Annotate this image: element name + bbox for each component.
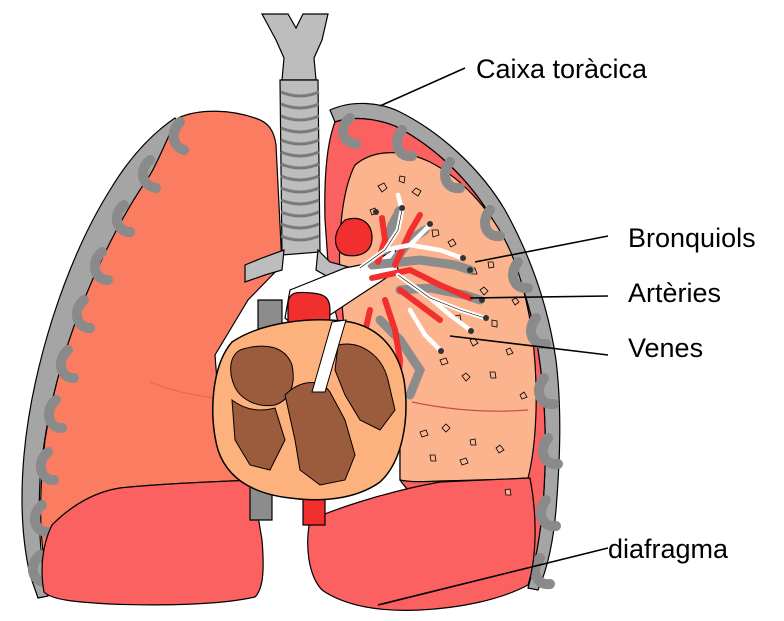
label-bronchioles: Bronquiols xyxy=(628,223,756,253)
label-veins: Venes xyxy=(628,333,703,363)
pulmonary-artery-stub xyxy=(336,218,372,255)
label-diaphragm: diafragma xyxy=(608,534,729,564)
label-ribcage: Caixa toràcica xyxy=(476,54,648,84)
heart xyxy=(213,320,406,500)
larynx xyxy=(262,14,328,80)
label-arteries: Artèries xyxy=(628,278,721,308)
leader-ribcage xyxy=(380,68,465,106)
